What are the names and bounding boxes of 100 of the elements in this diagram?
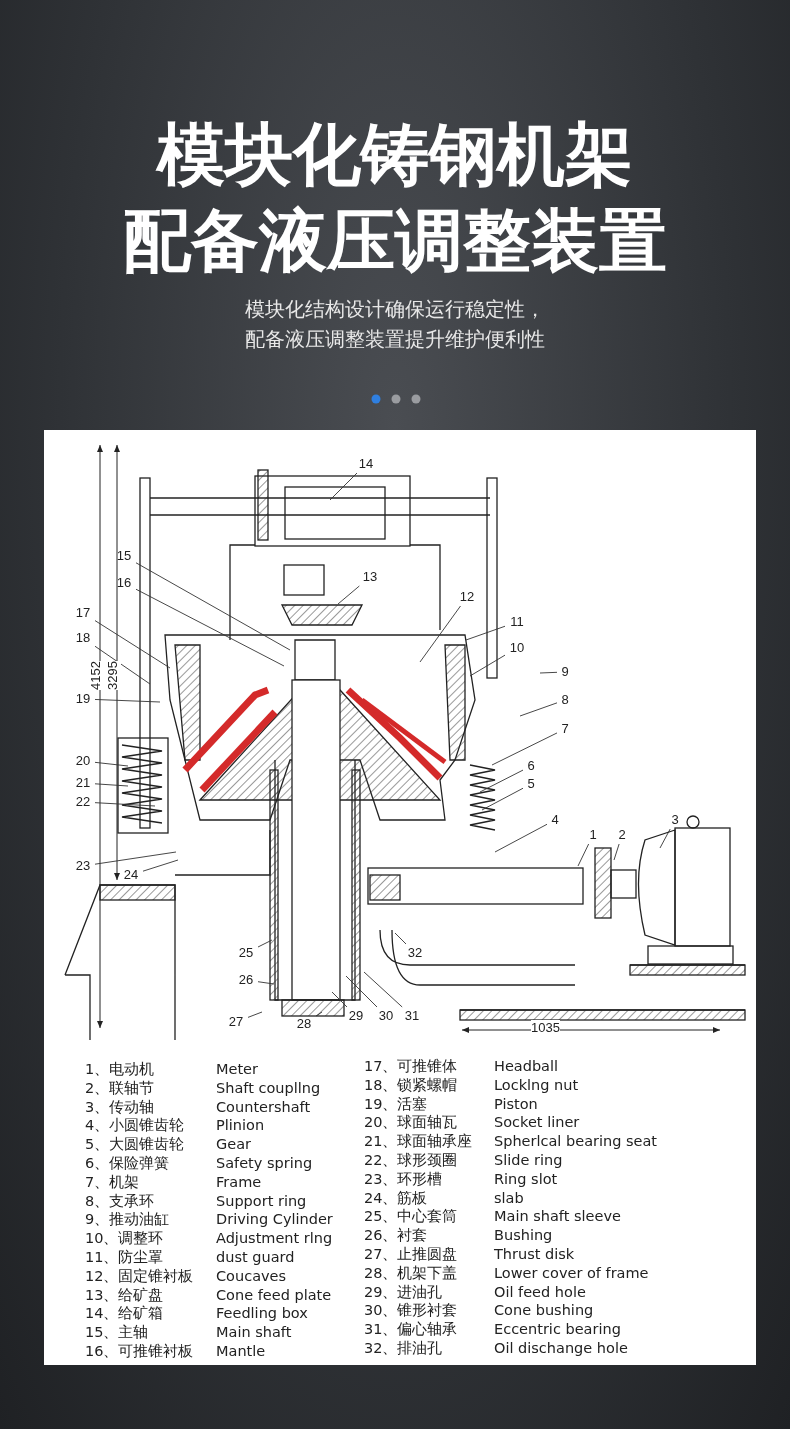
- part-name: 5、大圆锥齿轮: [85, 1135, 185, 1154]
- leader-line: [659, 828, 671, 849]
- callout-number: 22: [72, 794, 94, 810]
- leader-line: [394, 932, 407, 945]
- leader-line: [94, 645, 151, 685]
- part-name-english: Plinion: [216, 1116, 265, 1135]
- part-name-english: Frame: [216, 1172, 262, 1191]
- callout-number: 19: [72, 691, 94, 707]
- leader-line: [94, 783, 129, 787]
- callout-number: 9: [558, 664, 572, 680]
- callout-number: 5: [524, 776, 538, 792]
- leader-line: [479, 769, 524, 793]
- callout-number: 24: [120, 867, 142, 883]
- part-name-english: Feedling box: [216, 1304, 308, 1323]
- leader-line: [419, 605, 461, 663]
- part-name: 6、保险弹簧: [85, 1154, 170, 1172]
- part-name-english: Headball: [494, 1057, 559, 1075]
- leader-line: [142, 859, 179, 872]
- leader-line: [337, 585, 360, 605]
- dimension-label: 4152: [88, 661, 104, 690]
- part-name: 17、可推锥体: [364, 1057, 458, 1075]
- callout-number: 29: [345, 1008, 367, 1024]
- part-name: 15、主轴: [85, 1323, 149, 1342]
- part-name-english: Cone feed plate: [216, 1285, 332, 1304]
- part-name: 24、筋板: [364, 1188, 428, 1207]
- callout-number: 2: [615, 827, 629, 843]
- part-name-english: Lower cover of frame: [494, 1263, 649, 1282]
- part-name: 7、机架: [85, 1172, 140, 1191]
- part-name-english: Eccentric bearing: [494, 1320, 621, 1339]
- part-name-english: Locklng nut: [494, 1075, 579, 1094]
- part-name-english: Support ring: [216, 1191, 307, 1210]
- callout-number: 28: [293, 1016, 315, 1032]
- callout-number: 31: [401, 1008, 423, 1024]
- part-name-english: Adjustment rlng: [216, 1229, 333, 1248]
- part-name: 18、锁紧螺帽: [364, 1075, 458, 1094]
- part-name: 23、环形槽: [364, 1169, 443, 1188]
- part-name-english: Mantle: [216, 1342, 266, 1360]
- callout-number: 8: [558, 692, 572, 708]
- part-name: 19、活塞: [364, 1094, 428, 1113]
- part-name: 27、止推圆盘: [364, 1245, 458, 1263]
- leader-line: [94, 761, 129, 767]
- part-name: 11、防尘罩: [85, 1248, 164, 1266]
- part-name: 22、球形颈圈: [364, 1151, 458, 1169]
- part-name-english: Countershaft: [216, 1097, 311, 1116]
- leader-line: [257, 981, 275, 985]
- part-name: 31、偏心轴承: [364, 1320, 458, 1339]
- part-name: 12、固定锥衬板: [85, 1266, 194, 1285]
- part-name: 21、球面轴承座: [364, 1132, 473, 1151]
- part-name: 4、小圆锥齿轮: [85, 1116, 185, 1135]
- callout-number: 16: [113, 575, 135, 591]
- part-name-english: Oil feed hole: [494, 1282, 586, 1301]
- leader-line: [465, 625, 506, 641]
- callout-number: 4: [548, 812, 562, 828]
- callout-number: 26: [235, 972, 257, 988]
- part-name-english: Socket liner: [494, 1113, 580, 1132]
- part-name: 8、支承环: [85, 1191, 155, 1210]
- leader-line: [494, 823, 548, 853]
- leader-line: [469, 654, 506, 677]
- part-name-english: Safety spring: [216, 1154, 313, 1172]
- part-name: 26、衬套: [364, 1226, 428, 1245]
- callout-number: 10: [506, 640, 528, 656]
- subtitle: 模块化结构设计确保运行稳定性，配备液压调整装置提升维护便利性: [244, 296, 546, 353]
- part-name-english: Gear: [216, 1135, 251, 1154]
- leader-line: [94, 699, 161, 703]
- part-name-english: Coucaves: [216, 1266, 287, 1285]
- callout-number: 13: [359, 569, 381, 585]
- leader-line: [94, 620, 171, 669]
- part-name: 32、排油孔: [364, 1339, 443, 1357]
- callout-number: 25: [235, 945, 257, 961]
- part-name-english: Slide ring: [494, 1151, 563, 1169]
- part-name-english: Meter: [216, 1060, 258, 1078]
- part-name-english: Shaft coupllng: [216, 1078, 321, 1097]
- callout-number: 3: [668, 812, 682, 828]
- callout-number: 11: [506, 614, 528, 630]
- callout-number: 1: [586, 827, 600, 843]
- part-name-english: Ring slot: [494, 1169, 558, 1188]
- part-name: 28、机架下盖: [364, 1263, 458, 1282]
- leader-line: [135, 562, 291, 651]
- part-name: 29、进油孔: [364, 1282, 443, 1301]
- callout-number: 15: [113, 548, 135, 564]
- callout-number: 18: [72, 630, 94, 646]
- part-name-english: Piston: [494, 1094, 538, 1113]
- leader-line: [363, 971, 403, 1008]
- leader-line: [577, 843, 590, 867]
- callout-number: 12: [456, 589, 478, 605]
- part-name-english: Main shaft: [216, 1323, 292, 1342]
- part-name: 16、可推锥衬板: [85, 1342, 194, 1360]
- part-name: 3、传动轴: [85, 1097, 155, 1116]
- part-name: 9、推动油缸: [85, 1210, 170, 1229]
- leader-line: [94, 851, 177, 865]
- leader-line: [481, 787, 524, 811]
- part-name: 1、电动机: [85, 1060, 155, 1078]
- callout-number: 6: [524, 758, 538, 774]
- part-name-english: Driving Cylinder: [216, 1210, 333, 1229]
- leader-line: [135, 588, 285, 667]
- heading: 模块化铸钢机架配备液压调整装置: [122, 114, 668, 282]
- part-name: 30、锥形衬套: [364, 1301, 458, 1320]
- part-name: 2、联轴节: [85, 1078, 155, 1097]
- leader-line: [519, 702, 558, 717]
- leader-line: [329, 472, 358, 501]
